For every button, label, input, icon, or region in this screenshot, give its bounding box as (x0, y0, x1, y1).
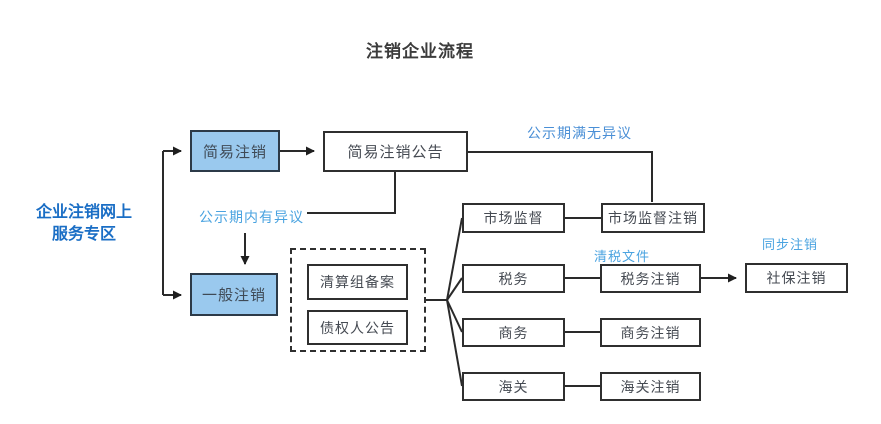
label-objection: 公示期内有异议 (199, 209, 304, 225)
edge-objection (307, 172, 396, 214)
service-zone-label: 企业注销网上 服务专区 (18, 202, 150, 246)
label-no-objection: 公示期满无异议 (527, 125, 632, 141)
edge-no-objection (468, 151, 653, 202)
node-tax-cancel: 税务注销 (600, 264, 701, 293)
node-simple-cancel-notice: 简易注销公告 (323, 131, 468, 172)
node-liquidation-filing: 清算组备案 (307, 264, 408, 300)
node-simple-cancel: 简易注销 (190, 130, 280, 172)
edge-fan-commerce (446, 299, 463, 333)
node-customs: 海关 (462, 372, 565, 401)
service-zone-line1: 企业注销网上 (35, 204, 132, 221)
node-general-cancel: 一般注销 (190, 273, 278, 316)
node-market-supervision-cancel: 市场监督注销 (601, 203, 705, 233)
edge-fan-tax (446, 277, 463, 301)
node-social-security-cancel: 社保注销 (745, 263, 848, 293)
service-zone-line2: 服务专区 (51, 226, 116, 243)
edge-fan-customs (446, 299, 463, 387)
node-commerce-cancel: 商务注销 (600, 318, 701, 347)
label-sync-cancel: 同步注销 (762, 237, 819, 252)
node-commerce: 商务 (462, 318, 565, 347)
label-tax-clearance: 清税文件 (594, 249, 651, 264)
liquidation-group (290, 248, 426, 352)
node-customs-cancel: 海关注销 (600, 372, 701, 401)
node-market-supervision: 市场监督 (462, 203, 565, 233)
node-creditor-notice: 债权人公告 (307, 310, 408, 345)
edge-fan-market (446, 217, 463, 301)
page-title: 注销企业流程 (366, 42, 474, 61)
node-tax: 税务 (462, 264, 565, 293)
